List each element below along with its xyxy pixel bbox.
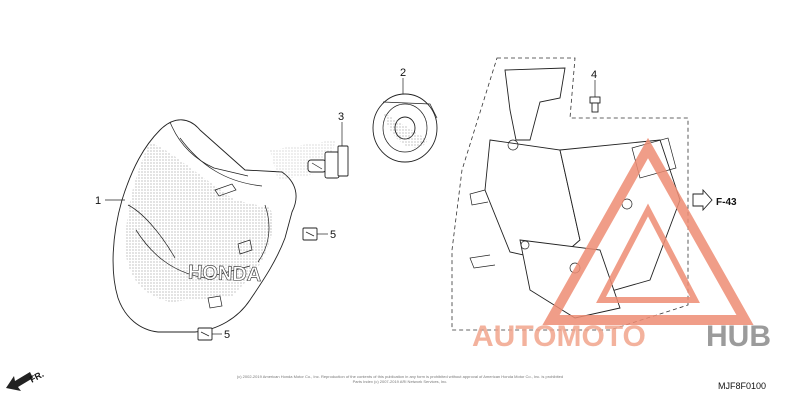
- watermark-text-accent: AUTOMOTO: [472, 320, 646, 353]
- watermark-logo: AUTOMOTO HUB: [472, 137, 771, 353]
- front-direction-indicator: FR.: [6, 369, 45, 391]
- copyright-line-1: (c) 2002-2019 American Honda Motor Co., …: [237, 374, 563, 379]
- callout-5-upper: 5: [330, 229, 336, 241]
- bolt: [589, 96, 601, 113]
- front-label: FR.: [28, 369, 45, 385]
- callout-3: 3: [338, 111, 344, 123]
- callout-1: 1: [95, 195, 101, 207]
- dust-cover: [372, 93, 438, 163]
- callout-2: 2: [400, 67, 406, 79]
- watermark-triangle-icon: [542, 137, 754, 325]
- reference-link-f43[interactable]: F-43: [692, 188, 737, 212]
- reference-label: F-43: [716, 197, 737, 208]
- headlight-bulb: [307, 145, 349, 179]
- housing-brand-text: HONDA: [188, 262, 262, 287]
- clip-nut-lower: [197, 327, 213, 341]
- copyright-line-2: Parts Index (c) 2007-2019 ARI Network Se…: [353, 379, 448, 384]
- leader-lines: [105, 78, 596, 335]
- headlight-assembly: HONDA: [112, 119, 335, 333]
- front-arrow-icon: [6, 372, 33, 391]
- clip-nut-upper: [302, 227, 318, 241]
- diagram-code: MJF8F0100: [718, 381, 766, 391]
- reference-arrow-icon: [692, 188, 713, 212]
- callout-4: 4: [591, 69, 597, 81]
- callout-5-lower: 5: [224, 329, 230, 341]
- watermark-text-dark: HUB: [706, 320, 771, 353]
